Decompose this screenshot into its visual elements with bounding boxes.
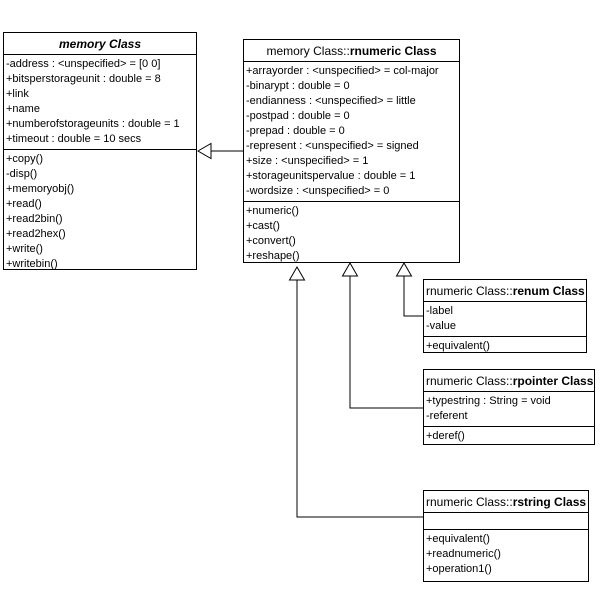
attributes-compartment: +arrayorder : <unspecified> = col-major … [244, 62, 459, 202]
method: +writebin() [6, 258, 58, 270]
connector-rstring-to-rnumeric [296, 280, 423, 518]
method: +read2hex() [6, 228, 66, 240]
attributes-compartment: -label -value [424, 302, 586, 337]
generalization-arrowhead-rpointer [341, 261, 359, 277]
method: +read2bin() [6, 213, 63, 225]
attribute: -value [426, 320, 456, 332]
method: -disp() [6, 168, 38, 180]
attribute: -represent : <unspecified> = signed [246, 140, 419, 152]
attributes-compartment: +typestring : String = void -referent [424, 392, 594, 427]
attribute: +arrayorder : <unspecified> = col-major [246, 65, 439, 77]
attribute: +timeout : double = 10 secs [6, 133, 142, 145]
method: +deref() [426, 430, 465, 442]
generalization-arrowhead-memory [196, 142, 212, 160]
class-title-rstring: rnumeric Class::rstring Class [424, 491, 588, 513]
method: +write() [6, 243, 43, 255]
attribute: -referent [426, 410, 468, 422]
class-title-renum: rnumeric Class::renum Class [424, 280, 586, 302]
class-box-renum: rnumeric Class::renum Class -label -valu… [423, 279, 587, 353]
connector-renum-to-rnumeric [403, 276, 423, 317]
attribute: +name [6, 103, 40, 115]
attribute: -wordsize : <unspecified> = 0 [246, 185, 390, 197]
attributes-compartment [424, 513, 588, 530]
class-namespace: rnumeric Class:: [426, 374, 513, 388]
attribute: -prepad : double = 0 [246, 125, 345, 137]
attribute: -postpad : double = 0 [246, 110, 350, 122]
class-namespace: rnumeric Class:: [426, 284, 513, 298]
class-namespace: memory Class:: [266, 44, 350, 58]
method: +cast() [246, 220, 280, 232]
methods-compartment: +deref() [424, 427, 594, 446]
methods-compartment: +equivalent() +readnumeric() +operation1… [424, 530, 588, 579]
method: +equivalent() [426, 340, 490, 352]
class-box-rpointer: rnumeric Class::rpointer Class +typestri… [423, 369, 595, 445]
connector-rpointer-to-rnumeric [349, 276, 423, 409]
method: +reshape() [246, 250, 300, 262]
class-box-memory: memory Class -address : <unspecified> = … [3, 32, 197, 270]
attribute: +storageunitspervalue : double = 1 [246, 170, 416, 182]
methods-compartment: +numeric() +cast() +convert() +reshape() [244, 202, 459, 266]
method: +readnumeric() [426, 548, 501, 560]
attribute: -address : <unspecified> = [0 0] [6, 58, 161, 70]
attribute: +link [6, 88, 29, 100]
attribute: -label [426, 305, 453, 317]
class-box-rstring: rnumeric Class::rstring Class +equivalen… [423, 490, 589, 582]
class-title-rpointer: rnumeric Class::rpointer Class [424, 370, 594, 392]
attribute: +numberofstorageunits : double = 1 [6, 118, 180, 130]
method: +numeric() [246, 205, 299, 217]
attribute: -endianness : <unspecified> = little [246, 95, 416, 107]
class-namespace: rnumeric Class:: [426, 495, 513, 509]
method: +memoryobj() [6, 183, 75, 195]
attribute: +size : <unspecified> = 1 [246, 155, 369, 167]
class-name: rnumeric Class [349, 44, 437, 58]
class-box-rnumeric: memory Class::rnumeric Class +arrayorder… [243, 39, 460, 263]
method: +operation1() [426, 563, 492, 575]
methods-compartment: +equivalent() [424, 337, 586, 356]
class-name: renum Class [512, 284, 585, 298]
method: +equivalent() [426, 533, 490, 545]
class-title-memory: memory Class [4, 33, 196, 55]
method: +read() [6, 198, 42, 210]
method: +copy() [6, 153, 43, 165]
class-name: memory Class [58, 37, 142, 51]
attributes-compartment: -address : <unspecified> = [0 0] +bitspe… [4, 55, 196, 150]
class-title-rnumeric: memory Class::rnumeric Class [244, 40, 459, 62]
methods-compartment: +copy() -disp() +memoryobj() +read() +re… [4, 150, 196, 274]
attribute: -binarypt : double = 0 [246, 80, 350, 92]
method: +convert() [246, 235, 296, 247]
generalization-arrowhead-rstring [288, 265, 306, 281]
generalization-arrowhead-renum [395, 261, 413, 277]
class-name: rpointer Class [512, 374, 594, 388]
attribute: +typestring : String = void [426, 395, 551, 407]
attribute: +bitsperstorageunit : double = 8 [6, 73, 161, 85]
class-name: rstring Class [512, 495, 587, 509]
